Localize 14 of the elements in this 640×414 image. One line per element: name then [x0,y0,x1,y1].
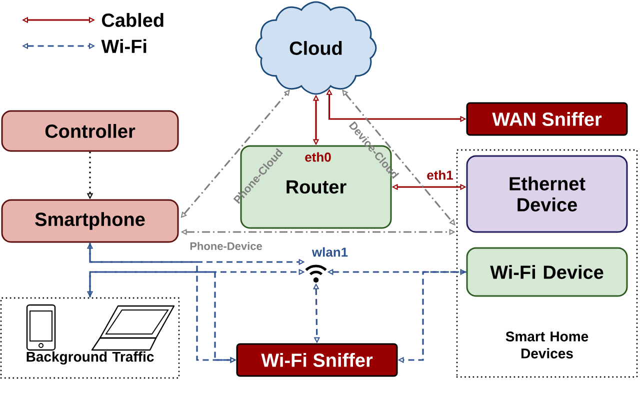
sniffer-box: WAN Sniffer [466,102,628,136]
sniffer-box: Wi-Fi Sniffer [236,343,398,377]
device-box: Smartphone [1,199,179,243]
connector [180,90,290,218]
device-box: Ethernet Device [466,155,628,233]
device-box: Wi-Fi Device [466,247,628,297]
interface-label: eth0 [304,151,332,163]
interface-label: wlan1 [312,247,348,257]
legend-text: Cabled [102,13,164,27]
device-box: Controller [1,110,179,152]
legend-text: Wi-Fi [101,39,146,53]
interface-label: eth1 [426,169,454,181]
edge-label: Phone-Device [190,242,262,250]
group-box: Background Traffic [0,297,180,379]
